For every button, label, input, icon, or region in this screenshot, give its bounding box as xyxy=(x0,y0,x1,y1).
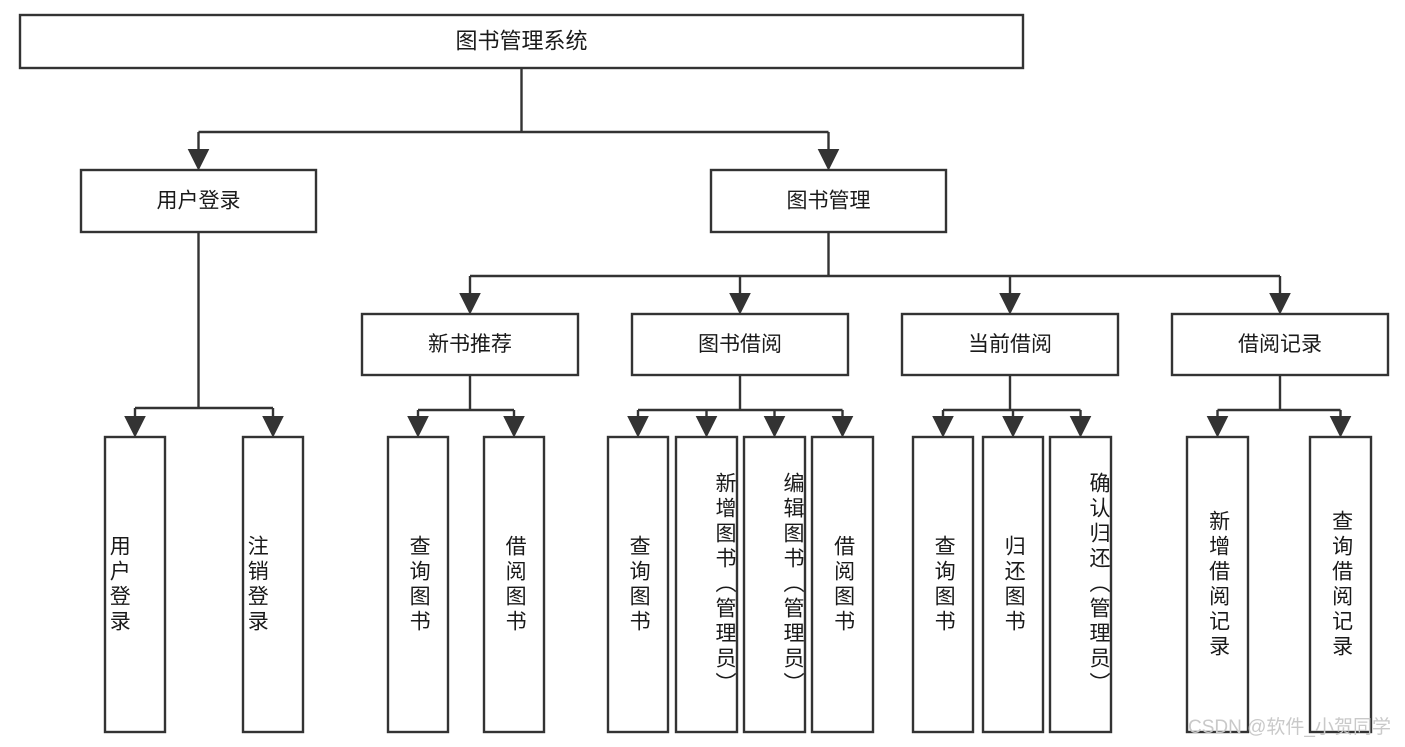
node-root[interactable] xyxy=(18,13,1025,70)
leaf-node-2[interactable] xyxy=(386,435,450,734)
node-level3-label-2: 当前借阅 xyxy=(968,333,1052,356)
leaf-node-6[interactable] xyxy=(742,435,807,734)
leaf-node-5[interactable] xyxy=(674,435,739,734)
node-level2-0[interactable] xyxy=(79,168,318,234)
node-level3-label-3: 借阅记录 xyxy=(1238,333,1322,356)
node-level3-label-0: 新书推荐 xyxy=(428,333,512,356)
connector-layer xyxy=(124,68,1352,438)
node-level2-label-1: 图书管理 xyxy=(787,190,871,213)
leaf-node-10[interactable] xyxy=(1048,435,1113,734)
leaf-node-9[interactable] xyxy=(981,435,1045,734)
leaf-node-7[interactable] xyxy=(810,435,875,734)
node-level3-0[interactable] xyxy=(360,312,580,377)
node-level3-1[interactable] xyxy=(630,312,850,377)
node-layer xyxy=(18,13,1390,734)
leaf-node-4[interactable] xyxy=(606,435,670,734)
leaf-node-0[interactable] xyxy=(103,435,167,734)
node-level2-1[interactable] xyxy=(709,168,948,234)
node-level3-label-1: 图书借阅 xyxy=(698,333,782,356)
node-root-label: 图书管理系统 xyxy=(455,28,587,53)
leaf-node-3[interactable] xyxy=(482,435,546,734)
leaf-node-11[interactable] xyxy=(1185,435,1250,734)
node-level3-3[interactable] xyxy=(1170,312,1390,377)
leaf-node-1[interactable] xyxy=(241,435,305,734)
node-level3-2[interactable] xyxy=(900,312,1120,377)
leaf-node-8[interactable] xyxy=(911,435,975,734)
leaf-node-12[interactable] xyxy=(1308,435,1373,734)
node-level2-label-0: 用户登录 xyxy=(157,190,241,213)
